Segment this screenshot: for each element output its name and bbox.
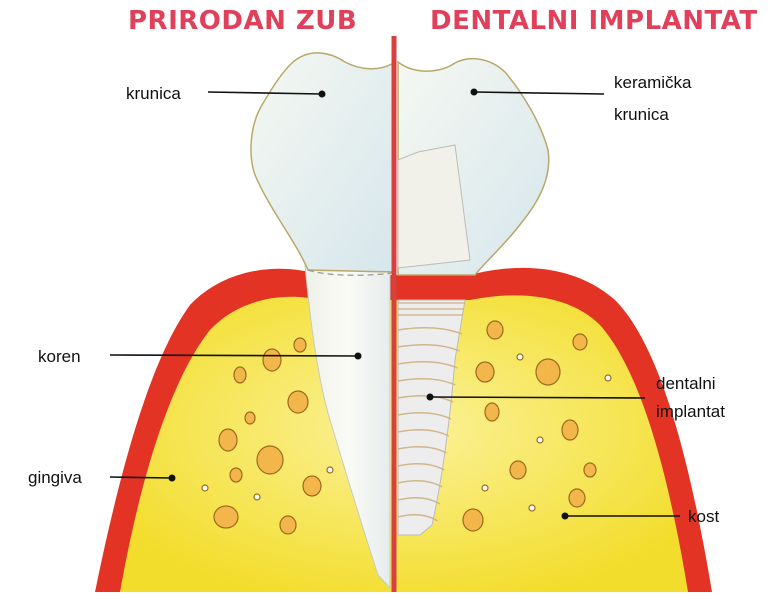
leader-implant [430,397,645,398]
bone-pore [230,468,242,482]
bone-pore [536,359,560,385]
bone-pore [573,334,587,350]
bone-pore [245,412,255,424]
label-gum: gingiva [28,467,82,489]
bone-pore [294,338,306,352]
bone-pore [463,509,483,531]
label-root: koren [38,346,81,368]
label-bone: kost [688,506,719,528]
label-crown: krunica [126,83,181,105]
label-implant-line2: implantat [656,401,725,423]
title-natural-tooth: PRIRODAN ZUB [128,6,357,36]
bone-pore [280,516,296,534]
label-ceramic-crown-line1: keramička [614,72,691,94]
natural-tooth-crown [251,53,395,272]
bone-pore [476,362,494,382]
bone-pore [510,461,526,479]
bone-pore [303,476,321,496]
bone-pore [605,375,611,381]
bone-pore [584,463,596,477]
bone-pore [288,391,308,413]
bone-pore [485,403,499,421]
bone-pore [487,321,503,339]
bone-pore [482,485,488,491]
bone-pore [219,429,237,451]
bone-pore [234,367,246,383]
bone-pore [569,489,585,507]
bone-pore [537,437,543,443]
bone-pore [257,446,283,474]
bone-pore [327,467,333,473]
bone-pore [517,354,523,360]
bone-pore [254,494,260,500]
leader-gum [110,477,172,478]
bone-pore [202,485,208,491]
bone-pore [562,420,578,440]
bone-pore [263,349,281,371]
bone-pore [529,505,535,511]
leader-root [110,355,358,356]
label-ceramic-crown-line2: krunica [614,104,669,126]
label-implant-line1: dentalni [656,373,716,395]
bone-pore [214,506,238,528]
title-dental-implant: DENTALNI IMPLANTAT [430,6,758,36]
